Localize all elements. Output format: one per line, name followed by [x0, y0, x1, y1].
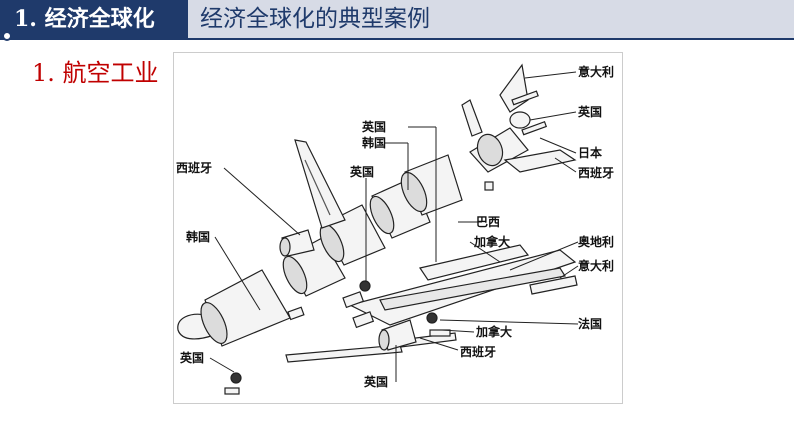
corner-dot — [2, 31, 12, 41]
main-gear-1 — [359, 280, 371, 292]
nose-gear — [230, 372, 242, 384]
label-japan: 日本 — [578, 145, 602, 160]
label-spain-right: 西班牙 — [578, 165, 614, 180]
engine-top-right — [509, 111, 531, 129]
part-1 — [342, 291, 365, 309]
rudder-piece-2 — [521, 121, 548, 136]
tail-fin-small — [461, 99, 483, 137]
label-korea-left: 韩国 — [186, 229, 210, 244]
label-canada-mid: 加拿大 — [473, 234, 510, 249]
aileron — [529, 275, 578, 295]
label-uk-top-center: 英国 — [362, 119, 386, 134]
label-spain-left: 西班牙 — [176, 160, 212, 175]
country-labels: 意大利 英国 日本 西班牙 英国 韩国 西班牙 英国 韩国 巴西 加拿大 奥地利… — [176, 64, 614, 389]
wing-flap — [379, 267, 566, 311]
vertical-fin — [294, 139, 346, 229]
leader-lines — [209, 71, 579, 382]
label-uk-bottom: 英国 — [364, 374, 388, 389]
section-badge: 1. 经济全球化 — [0, 0, 188, 38]
label-korea-top: 韩国 — [362, 135, 386, 150]
flap-strip-left — [285, 344, 403, 363]
rudder-piece-1 — [511, 90, 539, 106]
subheading: 1. 航空工业 — [32, 59, 159, 87]
label-canada-low: 加拿大 — [475, 324, 512, 339]
part-5 — [429, 329, 451, 337]
label-spain-low: 西班牙 — [460, 344, 496, 359]
main-gear-2 — [426, 312, 438, 324]
label-brazil: 巴西 — [476, 215, 500, 229]
aircraft-parts — [177, 63, 578, 395]
label-uk-center: 英国 — [350, 164, 374, 179]
front-fuselage-opening — [200, 302, 228, 344]
horizontal-stabilizer — [503, 149, 577, 173]
label-italy-right: 意大利 — [578, 258, 614, 273]
part-6 — [224, 387, 240, 395]
page-title: 经济全球化的典型案例 — [200, 6, 430, 32]
part-2 — [352, 311, 375, 329]
label-italy-top: 意大利 — [578, 64, 614, 79]
label-uk-top-right: 英国 — [578, 104, 602, 119]
part-4 — [287, 306, 305, 321]
label-austria: 奥地利 — [578, 234, 614, 249]
part-3 — [484, 181, 494, 191]
label-france: 法国 — [578, 316, 602, 331]
label-uk-bottom-left: 英国 — [180, 350, 204, 365]
